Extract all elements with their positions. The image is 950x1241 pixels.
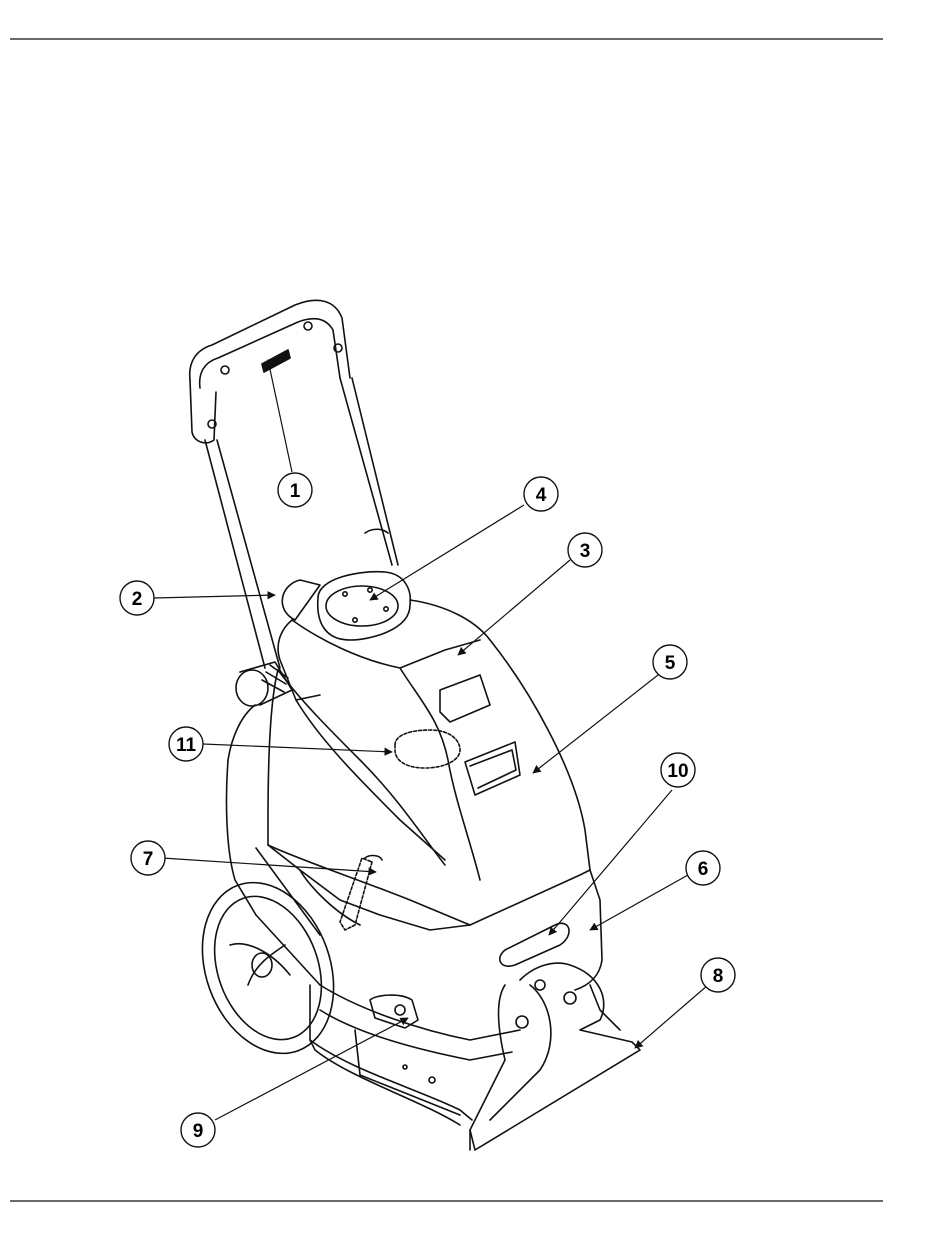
leader-8 (635, 985, 708, 1048)
callouts: 1 2 3 4 5 6 7 8 (120, 473, 735, 1147)
machine-drawing (180, 300, 640, 1150)
callout-1-label: 1 (290, 481, 301, 502)
callout-3: 3 (568, 533, 602, 567)
callout-4: 4 (524, 477, 558, 511)
callout-9-label: 9 (193, 1121, 204, 1142)
callout-5-label: 5 (665, 653, 676, 674)
callout-11: 11 (169, 727, 203, 761)
filter-tube (340, 856, 382, 930)
callout-4-label: 4 (536, 485, 547, 506)
floor-tool (470, 963, 640, 1150)
leader-4 (370, 505, 524, 600)
tank-lid (282, 572, 410, 640)
callout-2: 2 (120, 581, 154, 615)
callout-1: 1 (278, 473, 312, 507)
callout-5: 5 (653, 645, 687, 679)
callout-11-label: 11 (176, 735, 197, 756)
leader-11 (203, 744, 392, 752)
callout-10-label: 10 (667, 761, 688, 782)
leader-lines (154, 360, 708, 1120)
wheel (180, 848, 357, 1072)
leader-9 (215, 1018, 408, 1120)
leader-1 (268, 360, 292, 472)
callout-9: 9 (181, 1113, 215, 1147)
callout-7-label: 7 (143, 849, 154, 870)
callout-8: 8 (701, 958, 735, 992)
leader-2 (154, 595, 275, 598)
leader-5 (533, 675, 658, 773)
leader-10 (549, 790, 672, 935)
callout-6: 6 (686, 851, 720, 885)
leader-3 (458, 560, 570, 655)
lower-housing (226, 705, 602, 1125)
callout-3-label: 3 (580, 541, 591, 562)
callout-7: 7 (131, 841, 165, 875)
tank-body (268, 600, 590, 930)
callout-8-label: 8 (713, 966, 724, 987)
leader-7 (162, 858, 376, 872)
callout-10: 10 (661, 753, 695, 787)
callout-2-label: 2 (132, 589, 143, 610)
leader-6 (590, 875, 688, 930)
callout-6-label: 6 (698, 859, 709, 880)
